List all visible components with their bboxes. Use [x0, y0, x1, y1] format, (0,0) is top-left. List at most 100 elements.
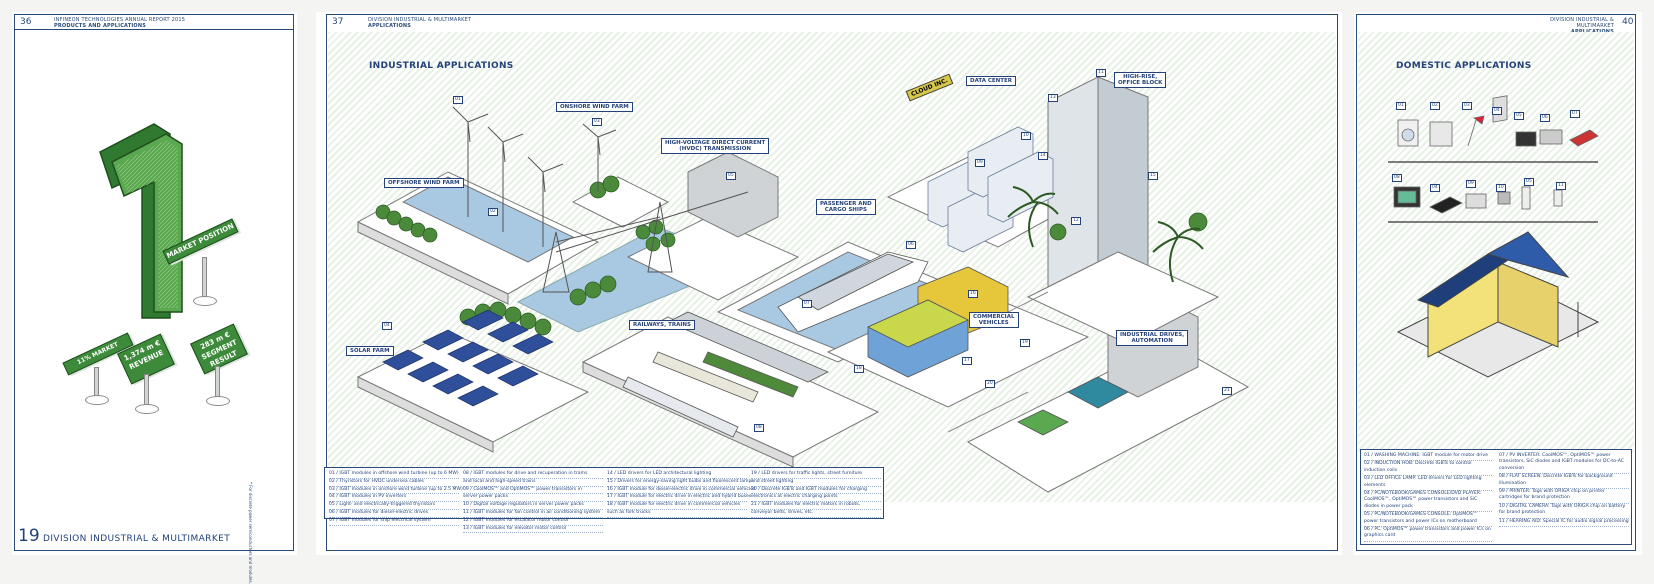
tag-19: 19 [1020, 339, 1030, 347]
legend-col-left: 01 / WASHING MACHINE: IGBT module for mo… [1364, 453, 1492, 542]
tag-05: 05 [1514, 112, 1524, 120]
legend-item: and street lighting [751, 479, 881, 487]
tag-06: 06 [1540, 114, 1550, 122]
legend-col-3: 14 / LED drivers for LED architectural l… [607, 471, 755, 518]
legend-item: 09 / CoolMOS™ and OptiMOS™ power transis… [463, 487, 603, 495]
sign-pole [202, 257, 207, 299]
label-offshore-wind-farm: OFFSHORE WIND FARM [384, 178, 464, 188]
division-number: 19 [18, 526, 40, 546]
header-rule [14, 29, 294, 30]
sign-pole [144, 374, 149, 408]
page-number: 40 [1622, 17, 1634, 27]
legend-item: 18 / IGBT module for electric drive in c… [607, 502, 747, 510]
tag-08: 08 [1392, 174, 1402, 182]
legend-item: 04 / IGBT modules in PV inverters [329, 494, 459, 503]
label-line: OFFICE BLOCK [1118, 80, 1163, 86]
legend-item: 08 / FLAT SCREEN: Discrete IGBTs for bac… [1499, 474, 1629, 490]
domestic-illustration [1388, 95, 1600, 378]
tag-07: 07 [1570, 110, 1580, 118]
tag-04: 04 [382, 322, 392, 330]
label-line: AUTOMATION [1131, 338, 1173, 344]
legend-item: 01 / IGBT modules in offshore wind turbi… [329, 471, 459, 479]
legend-col-2: 08 / IGBT modules for drive and recupera… [463, 471, 603, 534]
label-high-rise-office: HIGH-RISE, OFFICE BLOCK [1114, 72, 1167, 88]
right-page-frame [1356, 14, 1636, 551]
tag-11: 11 [1096, 69, 1106, 77]
legend-item: 11 / HEARING AID: Special IC for audio s… [1499, 519, 1629, 528]
label-line: COMMERCIAL [973, 314, 1015, 320]
legend-item: such as fork trucks [607, 510, 747, 518]
tag-06: 06 [906, 241, 916, 249]
label-commercial-vehicles: COMMERCIAL VEHICLES [969, 312, 1019, 328]
section-title: INDUSTRIAL APPLICATIONS [369, 61, 514, 71]
page-header: DIVISION INDUSTRIAL & MULTIMARKET APPLIC… [368, 17, 471, 29]
label-passenger-cargo-ships: PASSENGER AND CARGO SHIPS [816, 199, 876, 215]
page-number: 36 [20, 17, 32, 27]
legend-item: 07 / PV INVERTER: CoolMOS™, OptiMOS™ pow… [1499, 453, 1629, 475]
label-line: (HVDC) TRANSMISSION [679, 146, 751, 152]
header-line-1: DIVISION INDUSTRIAL & MULTIMARKET [1550, 17, 1614, 29]
legend-col-1: 01 / IGBT modules in offshore wind turbi… [329, 471, 463, 526]
legend-item: 08 / IGBT modules for drive and recupera… [463, 471, 603, 479]
legend-item: 19 / LED drivers for traffic lights, str… [751, 471, 881, 479]
right-page: 40 DIVISION INDUSTRIAL & MULTIMARKET APP… [1354, 12, 1642, 555]
tag-20: 20 [985, 380, 995, 388]
tag-14: 14 [1038, 152, 1048, 160]
legend-item: 15 / Drivers for energy-saving light bul… [607, 479, 754, 487]
legend-item: 04 / PC/NOTEBOOK/GAMES CONSOLE/DVD PLAYE… [1364, 491, 1492, 513]
label-line: VEHICLES [978, 320, 1009, 326]
tag-07: 07 [802, 300, 812, 308]
label-line: INDUSTRIAL DRIVES, [1120, 332, 1185, 338]
tag-09: 09 [1466, 180, 1476, 188]
tag-09: 09 [975, 159, 985, 167]
left-page: 36 INFINEON TECHNOLOGIES ANNUAL REPORT 2… [12, 12, 297, 584]
sign-pole [215, 366, 220, 400]
tag-10: 10 [1021, 132, 1031, 140]
section-title: DOMESTIC APPLICATIONS [1396, 61, 1532, 71]
sign-base [206, 396, 230, 406]
label-line: CARGO SHIPS [824, 207, 867, 213]
tag-08: 08 [754, 424, 764, 432]
tag-21: 21 [1222, 387, 1232, 395]
header-line-1: DIVISION INDUSTRIAL & MULTIMARKET [368, 17, 472, 23]
page-header: INFINEON TECHNOLOGIES ANNUAL REPORT 2015… [54, 17, 185, 29]
legend-item: electronics at electric charging points [751, 494, 881, 503]
legend-item: 05 / PC/NOTEBOOK/GAMES CONSOLE: OptiMOS™… [1364, 512, 1492, 528]
legend-item: 09 / PRINTER: Tags with ORIGA chip on pr… [1499, 489, 1629, 504]
footnote: * For discrete power semiconductors and … [248, 482, 253, 584]
label-railways-trains: RAILWAYS, TRAINS [629, 320, 695, 330]
tag-16: 16 [968, 290, 978, 298]
tag-04: 04 [1492, 107, 1502, 115]
tag-10: 10 [1496, 184, 1506, 192]
legend-item: 03 / LED OFFICE LAMP: LED drivers for LE… [1364, 476, 1492, 492]
header-line-2: APPLICATIONS [368, 23, 412, 29]
middle-page-frame [326, 14, 1338, 551]
tag-02: 02 [488, 208, 498, 216]
legend-item: 14 / LED drivers for LED architectural l… [607, 471, 747, 479]
legend-item: 10 / DIGITAL CAMERA: Tags with ORIGA chi… [1499, 504, 1629, 519]
legend-item: 01 / WASHING MACHINE: IGBT module for mo… [1364, 453, 1492, 462]
tag-15: 15 [1148, 172, 1158, 180]
legend-item: server power packs [463, 494, 603, 503]
tag-04b: 04 [1430, 184, 1440, 192]
label-industrial-drives: INDUSTRIAL DRIVES, AUTOMATION [1116, 330, 1189, 346]
label-hvdc-transmission: HIGH-VOLTAGE DIRECT CURRENT (HVDC) TRANS… [661, 138, 770, 154]
middle-page: 37 DIVISION INDUSTRIAL & MULTIMARKET APP… [316, 12, 1342, 555]
tag-05: 05 [726, 172, 736, 180]
legend-item: conveyor belts, drives, etc. [751, 510, 881, 518]
legend-item: 20 / Discrete IGBTs and IGBT modules for… [751, 487, 881, 495]
sign-base [193, 296, 217, 306]
tag-03: 03 [1462, 102, 1472, 110]
legend-item: 17 / IGBT module for electric drive in e… [607, 494, 751, 503]
tag-12: 12 [1071, 217, 1081, 225]
division-title: DIVISION INDUSTRIAL & MULTIMARKET [43, 534, 231, 544]
header-line-1: INFINEON TECHNOLOGIES ANNUAL REPORT 2015 [54, 17, 186, 23]
tag-11: 11 [1556, 182, 1566, 190]
legend-item: and local and high-speed trains [463, 479, 603, 487]
sign-base [135, 404, 159, 414]
tag-05b: 05 [1524, 178, 1534, 186]
label-solar-farm: SOLAR FARM [346, 346, 394, 356]
legend-item: 13 / IGBT modules for elevator motor con… [463, 526, 603, 534]
domestic-legend: 01 / WASHING MACHINE: IGBT module for mo… [1360, 449, 1632, 545]
label-data-center: DATA CENTER [966, 76, 1017, 86]
